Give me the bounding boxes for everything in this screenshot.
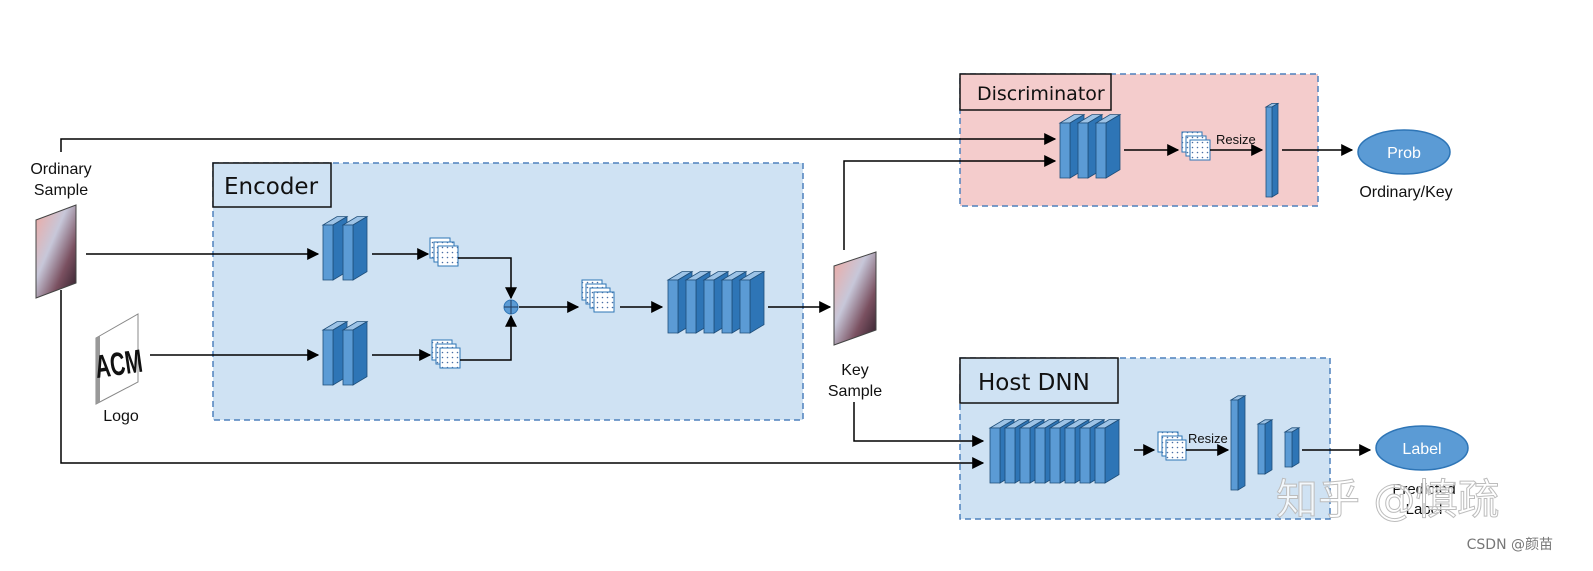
- encoder-conv-block-ordinary: [321, 215, 369, 281]
- feature-maps: [429, 131, 1211, 461]
- key-sample-image: [833, 251, 877, 346]
- encoder-feature-map-ordinary-sheet: [437, 245, 459, 267]
- key-sample-label-line1: Key: [841, 362, 869, 379]
- sum-node: [503, 299, 519, 315]
- label-label: Label: [1402, 441, 1441, 458]
- arrow-ordinary-to-host: [60, 290, 985, 469]
- key-sample: Key Sample: [828, 251, 882, 400]
- zhihu-watermark: 知乎 @慎疏: [1276, 475, 1499, 524]
- discriminator-resize-label: Resize: [1216, 132, 1256, 147]
- arrow-ordinary-to-discriminator: [60, 133, 1057, 152]
- encoder-decoder-block-layer: [738, 270, 766, 334]
- predicted-label-caption-line2: Label: [1406, 501, 1443, 518]
- host-fc-layer-2: [1256, 419, 1274, 475]
- encoder-conv-block-logo: [321, 320, 369, 386]
- connectors: [60, 133, 1372, 469]
- prob-output: Prob Ordinary/Key: [1357, 129, 1453, 201]
- prob-caption: Ordinary/Key: [1359, 184, 1452, 201]
- encoder-conv-block-logo-layer: [341, 320, 369, 386]
- encoder-feature-map-logo-sheet: [439, 347, 461, 369]
- ordinary-sample-image: [35, 204, 77, 299]
- host-dnn-conv-block: [988, 418, 1121, 484]
- discriminator-title: Discriminator: [977, 83, 1105, 105]
- discriminator-feature-map-sheet: [1189, 139, 1211, 161]
- encoder-feature-map-ordinary: [429, 237, 459, 267]
- logo-image-text: ACM: [93, 342, 145, 385]
- host-fc-layer-1: [1229, 395, 1247, 491]
- prob-label: Prob: [1387, 145, 1421, 162]
- discriminator-fc-layer: [1264, 102, 1280, 198]
- encoder-feature-map-merged-sheet: [593, 291, 615, 313]
- encoder-feature-map-logo: [431, 339, 461, 369]
- discriminator-conv-block: [1058, 113, 1122, 179]
- key-sample-label-line2: Sample: [828, 383, 882, 400]
- network-blocks: [321, 102, 1301, 491]
- discriminator-conv-block-layer: [1094, 113, 1122, 179]
- host-feature-map: [1157, 431, 1187, 461]
- logo-input: ACM Logo: [93, 313, 145, 425]
- encoder-feature-map-merged: [581, 279, 615, 313]
- host-dnn-title: Host DNN: [978, 370, 1090, 396]
- arrow-key-to-discriminator: [843, 155, 1057, 250]
- csdn-watermark: CSDN @颜苗: [1467, 537, 1553, 553]
- host-resize-label: Resize: [1188, 431, 1228, 446]
- encoder-conv-block-ordinary-layer: [341, 215, 369, 281]
- logo-label: Logo: [103, 408, 139, 425]
- encoder-title: Encoder: [224, 174, 319, 200]
- label-output: Label Predicted Label: [1375, 425, 1469, 518]
- discriminator-region: Discriminator: [959, 73, 1319, 207]
- ordinary-sample-label-line2: Sample: [34, 182, 88, 199]
- predicted-label-caption-line1: Predicted: [1392, 481, 1455, 498]
- host-fc-layer-3: [1283, 427, 1301, 468]
- arrow-key-to-host: [853, 402, 985, 447]
- ordinary-sample-label-line1: Ordinary: [30, 161, 91, 178]
- host-feature-map-sheet: [1165, 439, 1187, 461]
- discriminator-feature-map: [1181, 131, 1211, 161]
- ordinary-sample: Ordinary Sample: [30, 161, 92, 299]
- host-dnn-conv-block-layer: [1093, 418, 1121, 484]
- encoder-decoder-block: [666, 270, 766, 334]
